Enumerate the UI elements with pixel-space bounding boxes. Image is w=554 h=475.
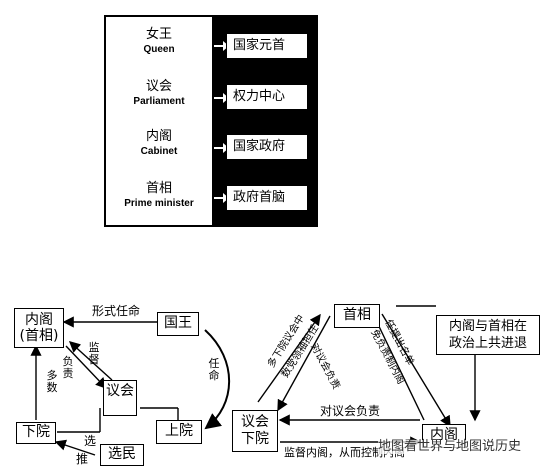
label-supervise-bottom: 监督内阁，从而控制内阁 <box>284 446 405 459</box>
arrow-supervise <box>68 341 113 381</box>
role-queen-en: Queen <box>143 44 175 55</box>
watermark-text: 地图看世界与地图说历史 <box>378 439 522 454</box>
role-prime-minister: 首相 Prime minister <box>106 181 212 210</box>
label-recommend: 推 <box>76 452 89 466</box>
function-government: 国家政府 <box>226 134 308 160</box>
arrow-leader <box>257 313 321 403</box>
function-power-center: 权力中心 <box>226 84 308 110</box>
node-cabinet-pm-together: 内阁与首相在 政治上共进退 <box>436 315 540 355</box>
function-head-of-state: 国家元首 <box>226 33 308 59</box>
label-supervise: 监督 <box>88 341 100 366</box>
node-parliament-lower: 议会 下院 <box>232 410 278 452</box>
node-voters: 选民 <box>100 444 144 466</box>
label-appoint: 任命 <box>208 357 220 382</box>
node-prime-minister: 首相 <box>334 304 380 328</box>
node-cabinet-pm: 内阁 (首相) <box>14 308 64 348</box>
role-pm-en: Prime minister <box>124 198 194 209</box>
role-queen: 女王 Queen <box>106 27 212 56</box>
label-majority: 多数 <box>46 369 58 394</box>
node-upper-house: 上院 <box>156 420 202 444</box>
role-parliament-zh: 议会 <box>145 79 172 94</box>
label-responsible: 负责 <box>62 355 74 380</box>
role-cabinet-en: Cabinet <box>140 146 178 157</box>
node-lower-house: 下院 <box>16 422 56 444</box>
node-parliament: 议会 <box>103 380 137 416</box>
role-cabinet: 内阁 Cabinet <box>106 129 212 158</box>
role-cabinet-zh: 内阁 <box>145 129 172 144</box>
line-nominate-2 <box>373 315 425 421</box>
arrow-appoint <box>204 329 231 430</box>
role-pm-zh: 首相 <box>145 181 172 196</box>
role-parliament-en: Parliament <box>133 96 185 107</box>
arrow-nominate <box>381 313 451 428</box>
role-queen-zh: 女王 <box>145 27 172 42</box>
label-responsible-bottom: 对议会负责 <box>320 404 381 418</box>
node-king: 国王 <box>157 312 199 336</box>
function-head-of-government: 政府首脑 <box>226 185 308 211</box>
arrow-responsible <box>65 345 107 390</box>
label-formal-appoint: 形式任命 <box>92 304 141 318</box>
label-elect: 选 <box>84 434 97 448</box>
roles-column: 女王 Queen 议会 Parliament 内阁 Cabinet 首相 Pri… <box>106 17 212 225</box>
roles-table: 女王 Queen 议会 Parliament 内阁 Cabinet 首相 Pri… <box>104 15 318 227</box>
arrow-elect <box>54 439 96 456</box>
arrow-pm-parliament <box>277 315 331 412</box>
role-parliament: 议会 Parliament <box>106 79 212 108</box>
